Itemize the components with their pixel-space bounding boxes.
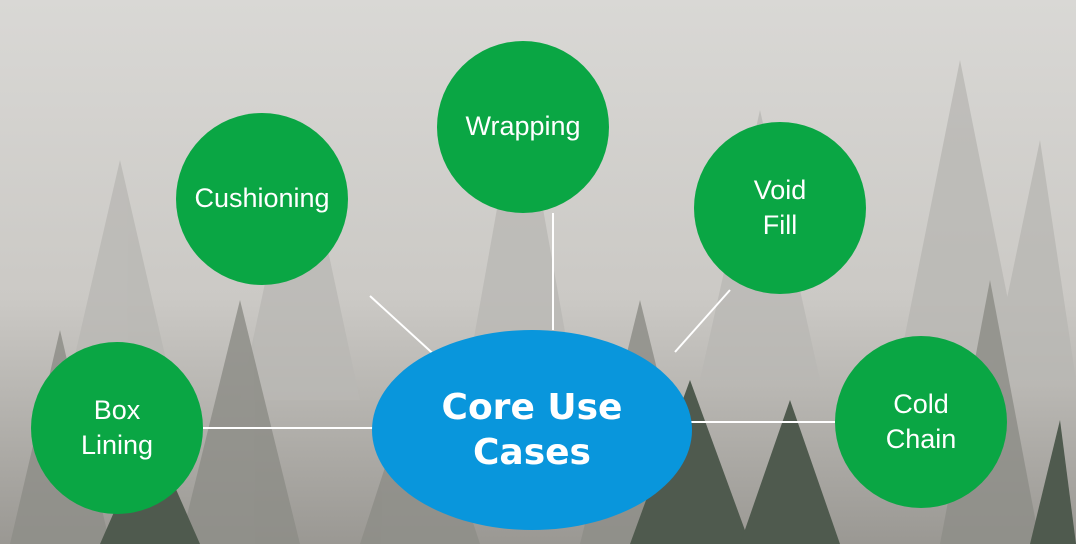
node-box-lining-label: Box Lining [80,394,154,460]
node-cushioning-label: Cushioning [194,183,330,214]
node-wrapping: Wrapping [437,41,609,213]
node-void-fill-label: Void Fill [753,174,807,240]
node-box-lining: Box Lining [31,342,203,514]
connector-lines [203,213,835,429]
node-cold-chain-label: Cold Chain [885,388,957,454]
node-wrapping-label: Wrapping [465,111,581,142]
center-node-label: Core Use Cases [441,387,623,473]
node-cushioning: Cushioning [176,113,348,285]
node-cold-chain: Cold Chain [835,336,1007,508]
center-node-core-use-cases: Core Use Cases [372,330,692,530]
node-void-fill: Void Fill [694,122,866,294]
